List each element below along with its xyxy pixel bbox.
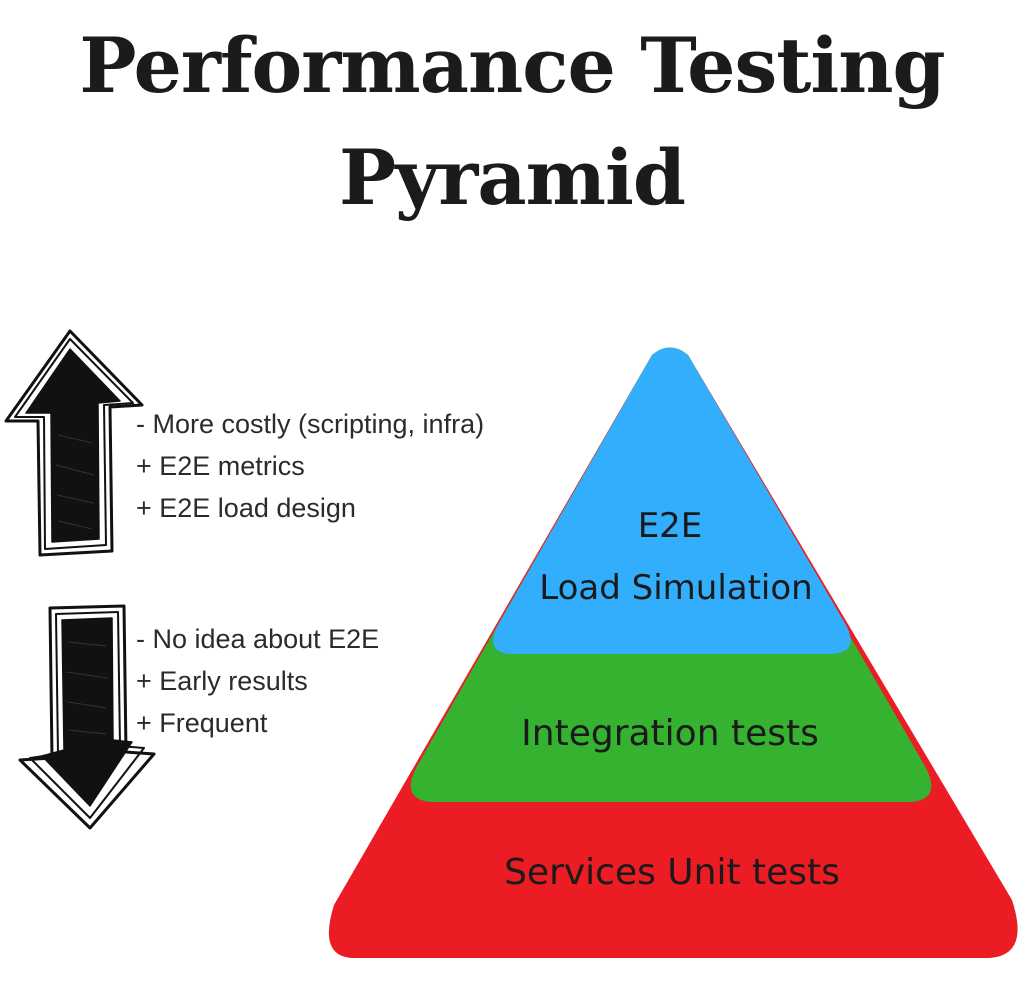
tier-e2e-label-line1: E2E <box>638 506 703 546</box>
bottom-note-2: + Early results <box>136 666 308 696</box>
bottom-notes: - No idea about E2E + Early results + Fr… <box>136 618 379 744</box>
tier-e2e-label-line2: Load Simulation <box>539 568 812 608</box>
title-line-1: Performance Testing <box>79 21 945 110</box>
top-note-3: + E2E load design <box>136 493 356 523</box>
top-notes: - More costly (scripting, infra) + E2E m… <box>136 403 484 529</box>
tier-services-label: Services Unit tests <box>504 852 840 893</box>
pyramid-tier-e2e <box>493 347 851 654</box>
tier-integration-label: Integration tests <box>521 713 819 754</box>
bottom-note-3: + Frequent <box>136 708 268 738</box>
top-note-2: + E2E metrics <box>136 451 305 481</box>
down-arrow-icon <box>18 604 156 830</box>
bottom-note-1: - No idea about E2E <box>136 624 380 654</box>
up-arrow-icon <box>4 329 144 557</box>
title-line-2: Pyramid <box>338 133 686 222</box>
top-note-1: - More costly (scripting, infra) <box>136 409 485 439</box>
